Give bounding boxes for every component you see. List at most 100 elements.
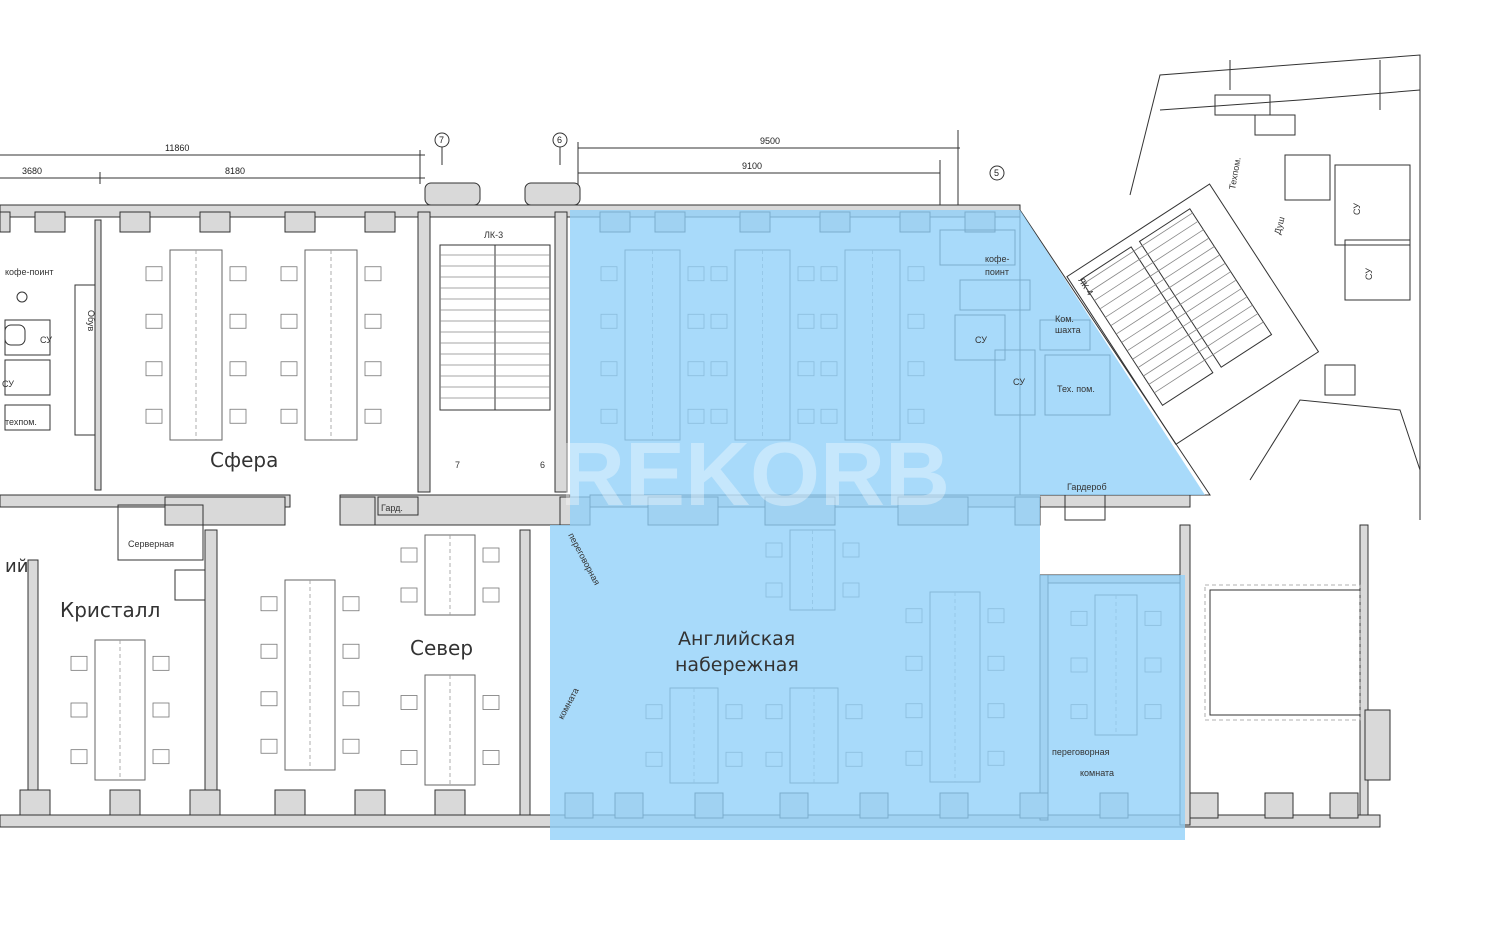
- chair: [280, 408, 298, 424]
- chair: [260, 643, 278, 659]
- chair: [70, 702, 88, 718]
- chair: [145, 408, 163, 424]
- label-num-6: 6: [540, 460, 545, 470]
- stair-step: [1121, 271, 1231, 343]
- chair: [364, 361, 382, 377]
- highlighted-area: [550, 210, 1205, 840]
- chair: [280, 361, 298, 377]
- chair: [280, 313, 298, 329]
- label-su-right-b: СУ: [1013, 377, 1025, 387]
- chair: [482, 587, 500, 603]
- staircase-lk3: [439, 244, 551, 411]
- chair: [482, 750, 500, 765]
- chair: [400, 587, 418, 603]
- chair: [229, 266, 247, 282]
- label-lk3: ЛК-3: [484, 230, 503, 240]
- label-coffee-right-2: поинт: [985, 267, 1009, 277]
- label-peregovornaya-1: переговорная: [1052, 747, 1110, 757]
- chair: [280, 266, 298, 282]
- stair-step: [1088, 221, 1199, 293]
- label-kom-1: Ком.: [1055, 314, 1074, 324]
- label-su-left-1: СУ: [40, 335, 52, 345]
- chair: [342, 738, 360, 754]
- label-sfera: Сфера: [210, 448, 278, 472]
- label-su-right-a: СУ: [975, 335, 987, 345]
- label-tekhpom-left: техпом.: [5, 417, 37, 427]
- stair-step: [1137, 296, 1248, 368]
- chair: [342, 596, 360, 612]
- chair: [260, 691, 278, 707]
- stair-step: [1154, 321, 1264, 394]
- stair-step: [1132, 288, 1242, 360]
- label-kom-2: шахта: [1055, 325, 1081, 335]
- chair: [145, 266, 163, 282]
- chair: [70, 655, 88, 671]
- chair: [229, 408, 247, 424]
- label-num-7: 7: [455, 460, 460, 470]
- label-su-right-1: СУ: [1352, 203, 1362, 215]
- chair: [364, 313, 382, 329]
- stair-step: [1115, 262, 1226, 335]
- dimension-lines: 11860 3680 8180 9500 9100: [0, 130, 960, 205]
- dim-8180: 8180: [225, 166, 245, 176]
- dim-3680: 3680: [22, 166, 42, 176]
- stair-step: [1126, 279, 1237, 352]
- stair-step: [1143, 304, 1253, 377]
- chair: [482, 695, 500, 710]
- stair-step: [1148, 313, 1259, 385]
- stair-step: [1099, 237, 1210, 310]
- label-anglijskaya-2: набережная: [675, 654, 799, 676]
- label-coffee-left: кофе-поинт: [5, 267, 53, 277]
- chair: [260, 738, 278, 754]
- label-peregovornaya-2: комната: [1080, 768, 1114, 778]
- room-labels: Сфера Кристалл Север Английская набережн…: [2, 230, 1114, 778]
- stair-step: [1094, 229, 1204, 301]
- chair: [152, 749, 170, 765]
- stair-step: [1105, 246, 1215, 318]
- label-tekh-pom: Тех. пом.: [1057, 384, 1095, 394]
- chair: [152, 655, 170, 671]
- chair: [152, 702, 170, 718]
- label-coffee-right-1: кофе-: [985, 254, 1009, 264]
- label-garderob: Гардероб: [1067, 482, 1107, 492]
- chair: [482, 547, 500, 563]
- chair: [364, 266, 382, 282]
- chair: [229, 313, 247, 329]
- chair: [229, 361, 247, 377]
- service-rooms-left: [4, 284, 419, 601]
- axis-markers: 7 6 5: [434, 132, 1005, 181]
- label-partial-iy: ий: [5, 556, 28, 577]
- chair: [70, 749, 88, 765]
- label-su-left-2: СУ: [2, 379, 14, 389]
- watermark: REKORB: [560, 425, 950, 525]
- chair: [400, 750, 418, 765]
- furniture-sfera: [145, 249, 382, 441]
- chair: [364, 408, 382, 424]
- label-sever: Север: [410, 636, 473, 660]
- chair: [260, 596, 278, 612]
- axis-7: 7: [439, 135, 444, 145]
- label-server: Серверная: [128, 539, 174, 549]
- axis-5: 5: [994, 168, 999, 178]
- axis-6: 6: [557, 135, 562, 145]
- dim-9100: 9100: [742, 161, 762, 171]
- label-obuv: Обув: [86, 310, 96, 331]
- chair: [145, 361, 163, 377]
- label-anglijskaya-1: Английская: [678, 628, 795, 650]
- chair: [400, 695, 418, 710]
- furniture-kristall: [70, 639, 170, 781]
- label-lk4: ЛК-4: [1076, 276, 1095, 298]
- chair: [145, 313, 163, 329]
- label-tekhpom-right: Техпом.: [1227, 156, 1243, 190]
- label-kristall: Кристалл: [60, 598, 160, 622]
- staircase-lk4: [1066, 183, 1320, 446]
- label-dush: Душ: [1272, 216, 1286, 236]
- chair: [342, 691, 360, 707]
- dim-9500: 9500: [760, 136, 780, 146]
- stair-step: [1110, 254, 1221, 327]
- furniture-sever: [260, 534, 500, 786]
- chair: [400, 547, 418, 563]
- stair-step: [1083, 212, 1193, 285]
- dim-11860: 11860: [165, 143, 189, 153]
